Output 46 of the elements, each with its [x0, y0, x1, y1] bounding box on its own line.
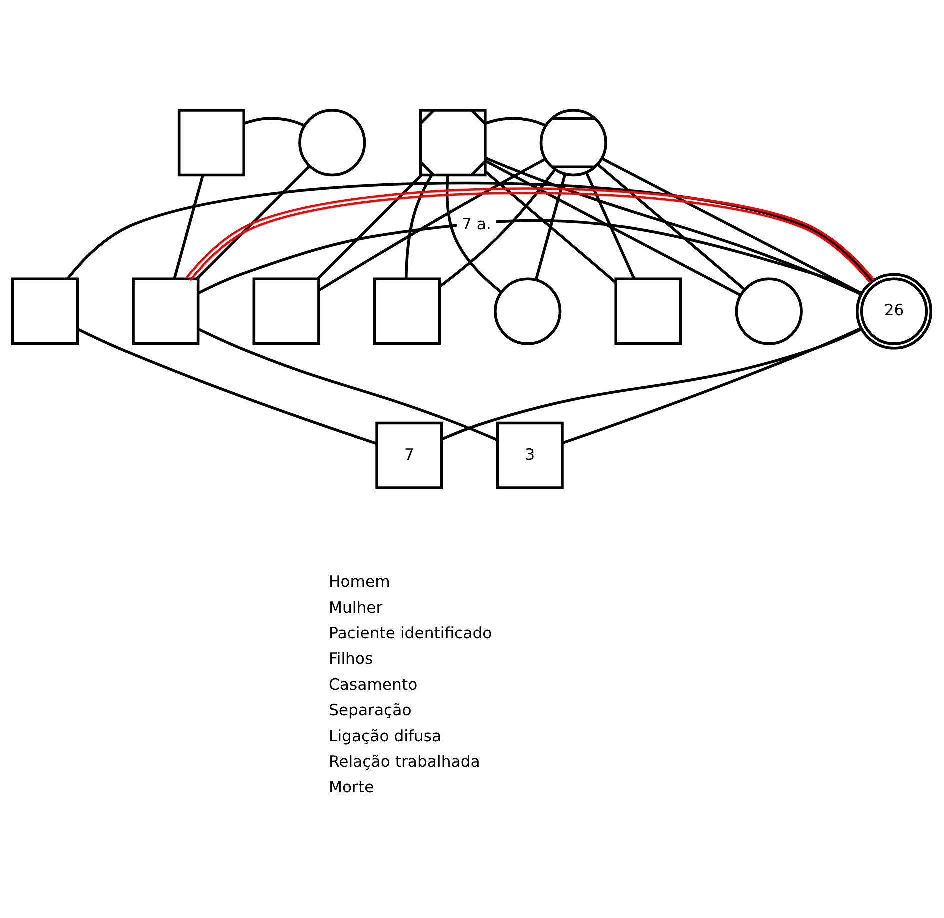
node-circle — [298, 109, 366, 177]
legend-label: Paciente identificado — [329, 624, 492, 643]
node-box — [373, 278, 441, 346]
connector — [562, 327, 862, 445]
edge-label: 7 a. — [462, 214, 492, 234]
connector — [485, 117, 547, 128]
node-box: 7 — [376, 422, 444, 490]
connector — [485, 156, 862, 296]
connector — [404, 174, 434, 279]
node-circle — [494, 278, 562, 346]
legend-label: Morte — [329, 778, 374, 797]
connector — [585, 172, 636, 280]
connector — [186, 188, 875, 284]
node-box — [132, 278, 200, 346]
node-circle — [735, 278, 803, 346]
legend-label: Ligação difusa — [329, 726, 442, 746]
connector — [173, 174, 204, 280]
connector — [442, 328, 862, 441]
connector — [534, 174, 567, 280]
connector — [318, 158, 546, 292]
connector — [66, 182, 874, 282]
legend-label: Filhos — [329, 649, 374, 668]
connector — [439, 169, 556, 288]
connector — [244, 117, 306, 128]
connector — [196, 165, 311, 280]
connector — [77, 328, 378, 446]
connector — [485, 160, 742, 297]
connector — [601, 158, 862, 295]
node-circle — [540, 109, 608, 177]
node-box — [11, 278, 80, 346]
connector — [317, 174, 423, 280]
node-box — [178, 109, 246, 177]
legend-label: Casamento — [329, 674, 418, 694]
connector — [446, 176, 502, 294]
legend-label: Relação trabalhada — [329, 752, 480, 771]
node-box — [252, 278, 320, 346]
connector — [198, 328, 498, 442]
connector — [198, 219, 862, 295]
node-box: 3 — [496, 422, 564, 490]
node-circle: 26 — [856, 273, 933, 350]
connector — [597, 164, 746, 291]
legend-label: Separação — [329, 700, 412, 720]
legend-label: Mulher — [329, 598, 383, 617]
legend-label: Homem — [329, 572, 390, 592]
connector — [484, 170, 617, 284]
node-box — [614, 278, 682, 346]
